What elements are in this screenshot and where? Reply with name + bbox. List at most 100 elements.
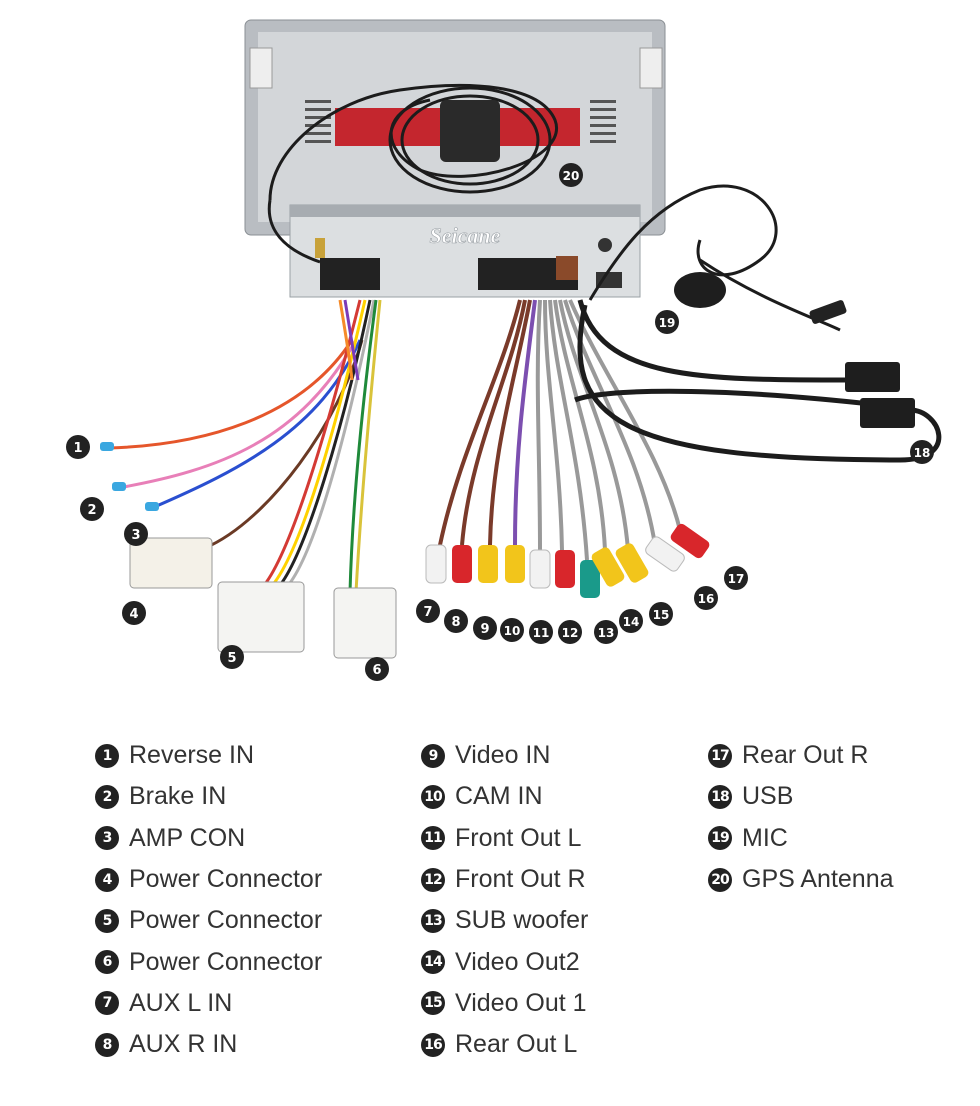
legend-label: CAM IN (455, 782, 543, 811)
legend-item: 3 AMP CON (95, 818, 322, 859)
legend-label: Video Out 1 (455, 988, 587, 1017)
callout-9: 9 (473, 616, 497, 640)
number-badge: 3 (95, 826, 119, 851)
svg-text:8: 8 (451, 615, 460, 630)
legend-item: 5 Power Connector (95, 900, 322, 941)
gps-antenna (267, 83, 558, 264)
legend-label: Power Connector (129, 947, 323, 976)
usb-plug-2 (860, 398, 915, 428)
callout-2: 2 (80, 497, 104, 521)
svg-text:9: 9 (480, 622, 489, 637)
svg-text:15: 15 (653, 608, 670, 622)
legend-item: 15 Video Out 1 (421, 983, 588, 1024)
legend-item: 20 GPS Antenna (708, 859, 894, 900)
legend-label: Power Connector (129, 865, 323, 894)
mic-cable (588, 184, 841, 332)
number-badge: 15 (421, 991, 445, 1016)
number-badge: 5 (95, 908, 119, 933)
svg-text:13: 13 (598, 626, 615, 640)
callout-14: 14 (619, 609, 643, 633)
legend-label: AUX L IN (129, 988, 233, 1017)
legend-item: 9 Video IN (421, 735, 588, 776)
legend-column-3: 17 Rear Out R 18 USB 19 MIC 20 GPS Antenna (708, 735, 894, 900)
number-badge: 19 (708, 826, 732, 851)
mic-icon (674, 272, 726, 308)
svg-text:4: 4 (129, 607, 138, 622)
svg-text:5: 5 (227, 651, 236, 666)
legend-label: AUX R IN (129, 1030, 238, 1059)
number-badge: 2 (95, 784, 119, 809)
callout-12: 12 (558, 620, 582, 644)
legend-label: MIC (742, 823, 788, 852)
number-badge: 4 (95, 867, 119, 892)
number-badge: 12 (421, 867, 445, 892)
callout-20: 20 (559, 163, 583, 187)
left-harness (109, 299, 382, 593)
legend-item: 1 Reverse IN (95, 735, 322, 776)
legend-label: Brake IN (129, 782, 227, 811)
rca-plugs (425, 523, 710, 598)
number-badge: 8 (95, 1032, 119, 1057)
callout-8: 8 (444, 609, 468, 633)
legend-item: 8 AUX R IN (95, 1024, 322, 1065)
number-badge: 10 (421, 784, 445, 809)
number-badge: 17 (708, 743, 732, 768)
legend-label: Rear Out R (742, 741, 869, 770)
svg-text:11: 11 (533, 626, 550, 640)
legend-label: AMP CON (129, 823, 246, 852)
callout-18: 18 (910, 440, 934, 464)
legend-label: Video Out2 (455, 947, 580, 976)
callout-16: 16 (694, 586, 718, 610)
legend-item: 10 CAM IN (421, 776, 588, 817)
legend-label: GPS Antenna (742, 865, 894, 894)
legend-label: Front Out L (455, 823, 582, 852)
power-connector-6 (333, 587, 397, 659)
legend-label: Front Out R (455, 865, 586, 894)
svg-text:14: 14 (623, 615, 640, 629)
callout-10: 10 (500, 618, 524, 642)
number-badge: 16 (421, 1032, 445, 1057)
callout-17: 17 (724, 566, 748, 590)
svg-text:6: 6 (372, 663, 381, 678)
number-badge: 20 (708, 867, 732, 892)
svg-text:20: 20 (563, 169, 580, 183)
callout-13: 13 (594, 620, 618, 644)
legend-label: Reverse IN (129, 741, 255, 770)
legend-item: 12 Front Out R (421, 859, 588, 900)
brand-logo: Seicane (430, 223, 501, 248)
svg-text:1: 1 (73, 441, 82, 456)
power-connector-4 (129, 537, 213, 589)
callout-5: 5 (220, 645, 244, 669)
svg-text:10: 10 (504, 624, 521, 638)
number-badge: 9 (421, 743, 445, 768)
svg-text:2: 2 (87, 503, 96, 518)
number-badge: 1 (95, 743, 119, 768)
power-connector-5 (217, 581, 305, 653)
usb-plug-1 (845, 362, 900, 392)
number-badge: 18 (708, 784, 732, 809)
legend-label: SUB woofer (455, 906, 589, 935)
legend-label: Power Connector (129, 906, 323, 935)
legend-item: 4 Power Connector (95, 859, 322, 900)
legend-item: 2 Brake IN (95, 776, 322, 817)
number-badge: 14 (421, 950, 445, 975)
legend-label: USB (742, 782, 794, 811)
number-badge: 7 (95, 991, 119, 1016)
svg-text:12: 12 (562, 626, 579, 640)
legend-item: 7 AUX L IN (95, 983, 322, 1024)
callout-6: 6 (365, 657, 389, 681)
legend-label: Video IN (455, 741, 551, 770)
mic-plug (809, 300, 847, 324)
legend-item: 18 USB (708, 776, 894, 817)
legend-item: 14 Video Out2 (421, 941, 588, 982)
legend-label: Rear Out L (455, 1030, 578, 1059)
svg-text:17: 17 (728, 572, 745, 586)
svg-text:18: 18 (914, 446, 931, 460)
svg-text:7: 7 (423, 605, 432, 620)
rca-harness (438, 299, 682, 561)
